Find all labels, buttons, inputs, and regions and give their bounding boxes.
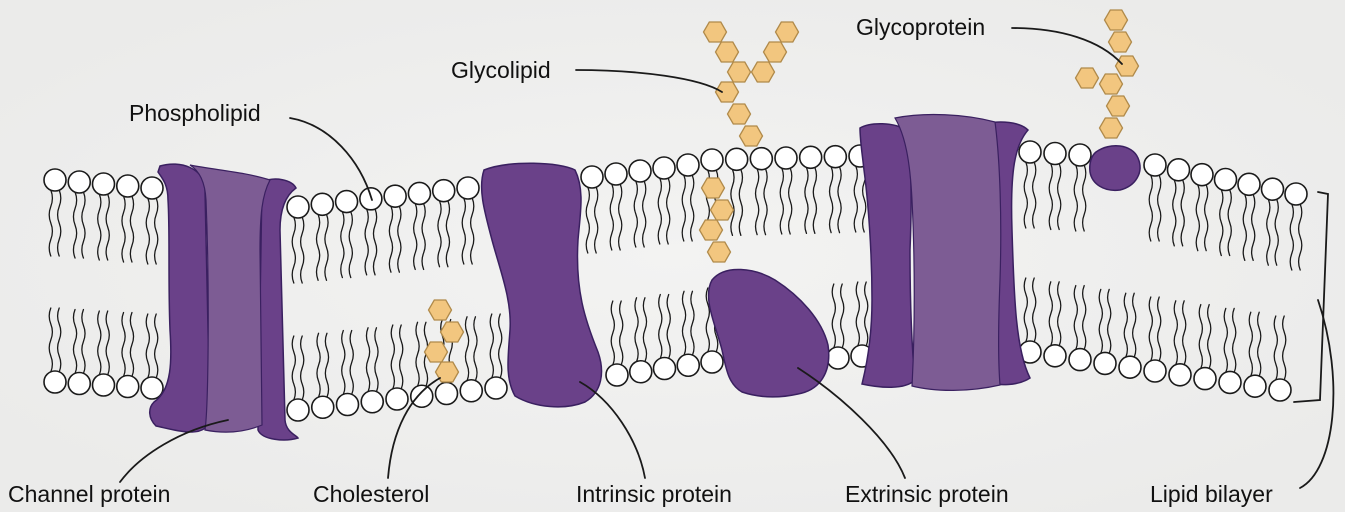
phospholipid-head [677, 154, 699, 176]
phospholipid-head [726, 148, 748, 170]
phospholipid-head [485, 377, 507, 399]
phospholipid-head [701, 149, 723, 171]
glycoprotein-sugar-hex [1107, 96, 1130, 116]
phospholipid-head [44, 371, 66, 393]
phospholipid-head [117, 376, 139, 398]
glycolipid-lipid-hex [711, 200, 734, 220]
phospholipid-head [1168, 159, 1190, 181]
transmembrane-protein [860, 115, 1030, 391]
phospholipid-head [1019, 141, 1041, 163]
cholesterol-ring-hex [425, 342, 448, 362]
glycolipid-lipid-hex [708, 242, 731, 262]
phospholipid-head [800, 146, 822, 168]
glycoprotein-protein [1090, 146, 1140, 191]
phospholipid-head [605, 163, 627, 185]
phospholipid-head [361, 391, 383, 413]
label-glycoprotein: Glycoprotein [856, 16, 985, 39]
glycoprotein-sugar-hex [1116, 56, 1139, 76]
glycoprotein-sugar-hex [1100, 74, 1123, 94]
glycolipid-sugar-hex [740, 126, 763, 146]
phospholipid-head [312, 396, 334, 418]
phospholipid-head [384, 185, 406, 207]
phospholipid-head [287, 399, 309, 421]
phospholipid-head [827, 347, 849, 369]
phospholipid-head [44, 169, 66, 191]
phospholipid-head [93, 374, 115, 396]
label-glycolipid: Glycolipid [451, 59, 551, 82]
phospholipid-head [1191, 164, 1213, 186]
glycolipid-sugar-hex [752, 62, 775, 82]
phospholipid-head [1238, 173, 1260, 195]
glycolipid-lipid-hex [702, 178, 725, 198]
phospholipid-head [1169, 364, 1191, 386]
label-phospholipid: Phospholipid [129, 102, 261, 125]
phospholipid-head [117, 175, 139, 197]
phospholipid-head [653, 157, 675, 179]
phospholipid-head [386, 388, 408, 410]
glycoprotein-sugar-hex [1076, 68, 1099, 88]
phospholipid-head [630, 361, 652, 383]
phospholipid-head [1069, 349, 1091, 371]
phospholipid-head [68, 373, 90, 395]
phospholipid-head [311, 193, 333, 215]
glycolipid-sugar-hex [764, 42, 787, 62]
glycolipid-sugar-hex [716, 82, 739, 102]
phospholipid-head [1269, 379, 1291, 401]
phospholipid-head [1069, 144, 1091, 166]
phospholipid-head [1044, 143, 1066, 165]
phospholipid-head [1119, 356, 1141, 378]
cholesterol-ring-hex [441, 322, 464, 342]
phospholipid-head [287, 196, 309, 218]
phospholipid-head [93, 173, 115, 195]
glycolipid-sugar-hex [728, 62, 751, 82]
label-intrinsic-protein: Intrinsic protein [576, 483, 732, 506]
phospholipid-head [1144, 154, 1166, 176]
phospholipid-head [457, 177, 479, 199]
phospholipid-head [1244, 375, 1266, 397]
label-channel-protein: Channel protein [8, 483, 170, 506]
phospholipid-head [68, 171, 90, 193]
phospholipid-head [411, 385, 433, 407]
phospholipid-head [1094, 352, 1116, 374]
glycoprotein-sugar-hex [1105, 10, 1128, 30]
cholesterol-ring-hex [429, 300, 452, 320]
glycoprotein-sugar-hex [1100, 118, 1123, 138]
glycolipid-sugar-hex [716, 42, 739, 62]
phospholipid-head [581, 166, 603, 188]
phospholipid-head [433, 180, 455, 202]
phospholipid-head [436, 383, 458, 405]
glycolipid-sugar-hex [776, 22, 799, 42]
phospholipid-head [629, 160, 651, 182]
phospholipid-head [1044, 345, 1066, 367]
glycolipid-sugar-hex [728, 104, 751, 124]
phospholipid-head [336, 191, 358, 213]
phospholipid-head [701, 351, 723, 373]
phospholipid-head [1285, 183, 1307, 205]
phospholipid-head [141, 177, 163, 199]
phospholipid-head [337, 394, 359, 416]
phospholipid-head [1215, 169, 1237, 191]
label-lipid-bilayer: Lipid bilayer [1150, 483, 1273, 506]
phospholipid-head [606, 364, 628, 386]
channel-protein [150, 164, 298, 440]
phospholipid-head [654, 358, 676, 380]
phospholipid-head [824, 146, 846, 168]
phospholipid-head [1219, 371, 1241, 393]
phospholipid-head [677, 354, 699, 376]
label-extrinsic-protein: Extrinsic protein [845, 483, 1009, 506]
phospholipid-head [141, 377, 163, 399]
glycoprotein-sugar-hex [1109, 32, 1132, 52]
phospholipid-head [775, 147, 797, 169]
label-cholesterol: Cholesterol [313, 483, 429, 506]
phospholipid-head [1144, 360, 1166, 382]
phospholipid-head [460, 380, 482, 402]
glycolipid-lipid-hex [700, 220, 723, 240]
phospholipid-head [750, 148, 772, 170]
glycolipid-sugar-hex [704, 22, 727, 42]
phospholipid-head [1194, 368, 1216, 390]
phospholipid-head [408, 182, 430, 204]
phospholipid-head [1262, 178, 1284, 200]
